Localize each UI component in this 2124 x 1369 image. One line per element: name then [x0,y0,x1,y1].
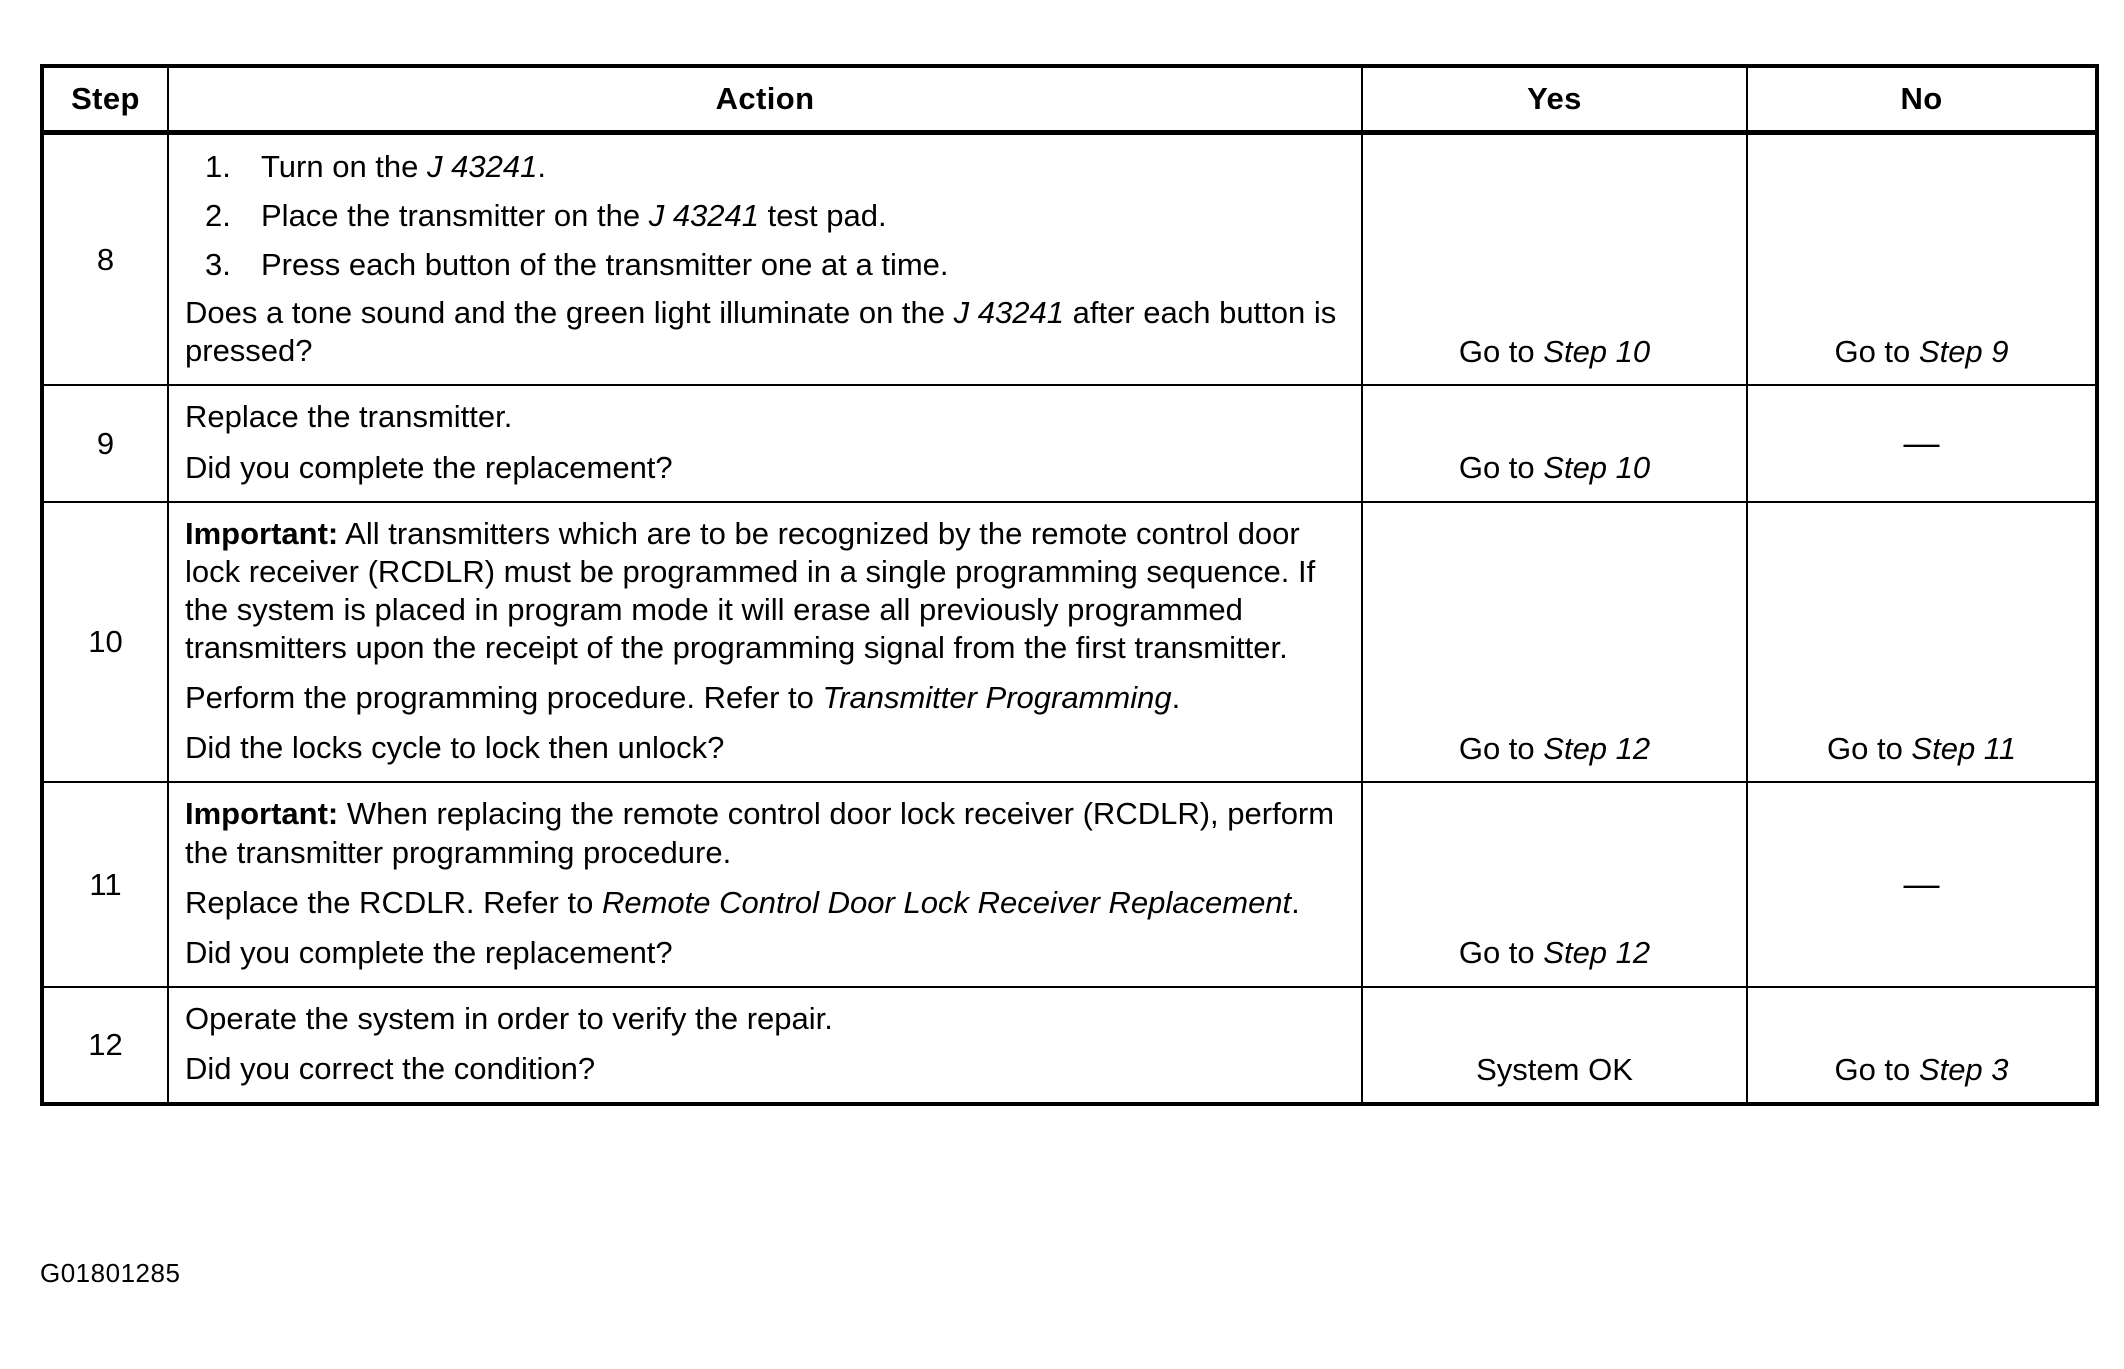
cell-yes-branch: Go to Step 12 [1361,781,1748,988]
action-question: Did you correct the condition? [185,1051,596,1087]
branch-step-ref: Step 10 [1543,450,1651,486]
branch-label: Go to Step 9 [1758,334,2085,371]
no-branch-dash: — [1903,421,1940,463]
branch-prefix: Go to [1834,1051,1919,1087]
branch-label: Go to Step 12 [1373,935,1736,972]
action-reference: Replace the RCDLR. Refer to Remote Contr… [185,884,1345,922]
branch-prefix: Go to [1826,730,1912,766]
branch-step-ref: Step 12 [1543,935,1651,971]
table-header: Step Action Yes No [42,66,2097,135]
column-header-action: Action [167,66,1363,135]
branch-step-ref: Step 11 [1911,730,2016,766]
branch-label: Go to Step 10 [1373,334,1736,371]
no-branch-dash: — [1903,862,1940,904]
branch-label: Go to Step 10 [1373,450,1736,487]
list-item-text: Turn on the [261,149,428,184]
branch-label: Go to Step 3 [1758,1052,2085,1089]
list-item: 1. Turn on the J 43241. [205,147,1345,186]
important-text: All transmitters which are to be recogni… [185,515,1316,666]
important-label: Important: [185,796,339,832]
diagnostic-table: Step Action Yes No 8 1. Turn on the J 432… [40,64,2099,1107]
table-body: 8 1. Turn on the J 43241. 2. Place the tra… [42,131,2097,1105]
list-item-number: 2. [205,198,231,234]
branch-prefix: Go to [1834,333,1919,369]
cell-step-number: 10 [42,500,169,784]
cell-yes-branch: Go to Step 12 [1361,500,1748,784]
list-item-number: 3. [205,247,231,283]
reference-prefix: Replace the RCDLR. Refer to [185,884,602,920]
column-header-yes: Yes [1361,66,1748,135]
branch-step-ref: Step 9 [1918,333,2009,369]
action-reference: Perform the programming procedure. Refer… [185,679,1345,717]
action-statement: Replace the transmitter. [185,399,513,435]
cell-no-branch: Go to Step 3 [1746,985,2097,1105]
action-question: Did you complete the replacement? [185,449,673,485]
cell-action: Replace the transmitter. Did you complet… [167,384,1363,503]
cell-yes-branch: Go to Step 10 [1361,384,1748,503]
column-header-step: Step [42,66,169,135]
action-question: Did you complete the replacement? [185,934,673,970]
reference-prefix: Perform the programming procedure. Refer… [185,680,823,716]
list-item-number: 1. [205,149,231,184]
cell-no-branch: Go to Step 11 [1746,500,2097,784]
branch-step-ref: Step 12 [1543,730,1651,766]
branch-prefix: Go to [1458,450,1544,486]
branch-step-ref: Step 10 [1543,333,1651,369]
cell-yes-branch: System OK [1361,985,1748,1105]
branch-prefix: Go to [1458,730,1544,766]
cell-action: Important: All transmitters which are to… [167,500,1363,784]
branch-label: Go to Step 12 [1373,731,1736,768]
action-statement: Operate the system in order to verify th… [185,1000,833,1036]
tool-designation: J 43241 [648,198,760,234]
tool-designation: J 43241 [953,295,1064,331]
cell-step-number: 8 [42,131,169,387]
list-item-text: Press each button of the transmitter one… [261,247,949,283]
table-row: 9 Replace the transmitter. Did you compl… [42,384,2097,503]
tool-designation: J 43241 [427,149,538,184]
cell-no-branch: — [1746,384,2097,503]
figure-code: G01801285 [40,1258,181,1288]
cell-step-number: 12 [42,985,169,1105]
reference-title: Transmitter Programming [822,680,1172,716]
cell-action: Important: When replacing the remote con… [167,781,1363,988]
list-item: 2. Place the transmitter on the J 43241 t… [205,196,1345,235]
question-text: Does a tone sound and the green light il… [185,295,954,331]
important-text: When replacing the remote control door l… [185,796,1335,870]
reference-suffix: . [1291,884,1300,920]
cell-action: Operate the system in order to verify th… [167,985,1363,1105]
reference-suffix: . [1171,680,1181,716]
important-note: Important: When replacing the remote con… [185,795,1345,871]
cell-no-branch: — [1746,781,2097,988]
branch-prefix: Go to [1458,333,1544,369]
list-item-text: Place the transmitter on the [261,198,649,234]
list-item-text-tail: . [537,149,546,184]
important-label: Important: [185,515,339,551]
action-question: Did the locks cycle to lock then unlock? [185,730,725,766]
branch-prefix: Go to [1458,935,1544,971]
branch-step-ref: Step 3 [1918,1051,2009,1087]
table-row: 10 Important: All transmitters which are… [42,500,2097,784]
cell-step-number: 11 [42,781,169,988]
cell-action: 1. Turn on the J 43241. 2. Place the trans… [167,131,1363,387]
table-row: 11 Important: When replacing the remote … [42,781,2097,988]
list-item: 3. Press each button of the transmitter o… [205,245,1345,284]
cell-step-number: 9 [42,384,169,503]
table-row: 12 Operate the system in order to verify… [42,985,2097,1105]
numbered-instruction-list: 1. Turn on the J 43241. 2. Place the trans… [185,147,1345,284]
action-question: Does a tone sound and the green light il… [185,294,1345,370]
column-header-no: No [1746,66,2097,135]
branch-label: Go to Step 11 [1758,731,2085,768]
question-text-tail: after each button is pressed? [185,295,1337,369]
list-item-text-tail: test pad. [759,198,887,234]
branch-label: System OK [1476,1051,1633,1087]
header-row: Step Action Yes No [42,66,2097,135]
important-note: Important: All transmitters which are to… [185,515,1345,668]
table-row: 8 1. Turn on the J 43241. 2. Place the tra… [42,131,2097,387]
cell-no-branch: Go to Step 9 [1746,131,2097,387]
reference-title: Remote Control Door Lock Receiver Replac… [601,884,1292,920]
cell-yes-branch: Go to Step 10 [1361,131,1748,387]
